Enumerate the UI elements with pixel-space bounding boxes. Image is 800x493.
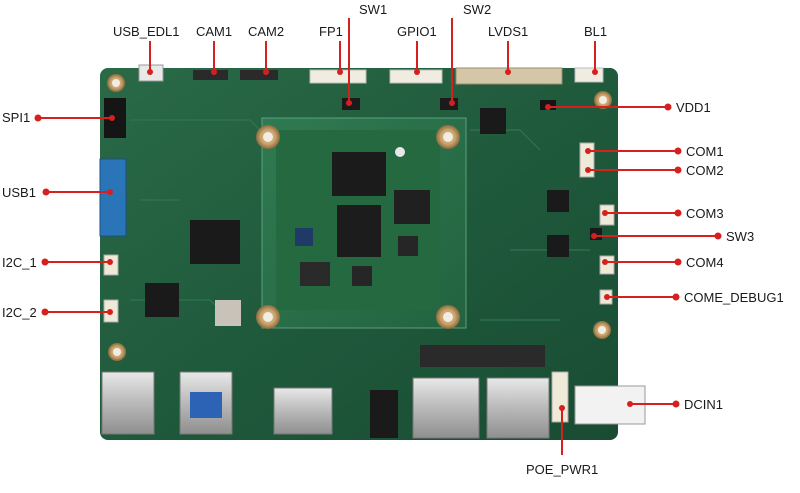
label-dcin1: DCIN1 (684, 397, 724, 412)
label-i2c-1: I2C_1 (2, 255, 37, 270)
label-i2c-2: I2C_2 (2, 305, 37, 320)
label-usb-edl1: USB_EDL1 (113, 24, 180, 39)
label-vdd1: VDD1 (676, 100, 711, 115)
label-gpio1: GPIO1 (397, 24, 437, 39)
som-module (256, 117, 467, 329)
label-com4: COM4 (686, 255, 724, 270)
label-bl1: BL1 (584, 24, 608, 39)
mounting-holes (107, 74, 612, 361)
label-com1: COM1 (686, 144, 724, 159)
callout-dots (34, 69, 722, 411)
label-usb1: USB1 (2, 185, 36, 200)
label-com3: COM3 (686, 206, 724, 221)
label-cam1: CAM1 (196, 24, 233, 39)
label-fp1: FP1 (319, 24, 343, 39)
label-cam2: CAM2 (248, 24, 285, 39)
label-poe-pwr1: POE_PWR1 (526, 462, 599, 477)
label-spi1: SPI1 (2, 110, 31, 125)
label-come-debug1: COME_DEBUG1 (684, 290, 784, 305)
label-sw1: SW1 (359, 2, 388, 17)
right-connectors (480, 100, 615, 305)
label-lvds1: LVDS1 (488, 24, 529, 39)
bottom-ports (101, 345, 646, 439)
label-sw3: SW3 (726, 229, 755, 244)
callout-lines (38, 18, 718, 455)
label-com2: COM2 (686, 163, 724, 178)
label-sw2: SW2 (463, 2, 492, 17)
left-connectors (99, 98, 241, 326)
